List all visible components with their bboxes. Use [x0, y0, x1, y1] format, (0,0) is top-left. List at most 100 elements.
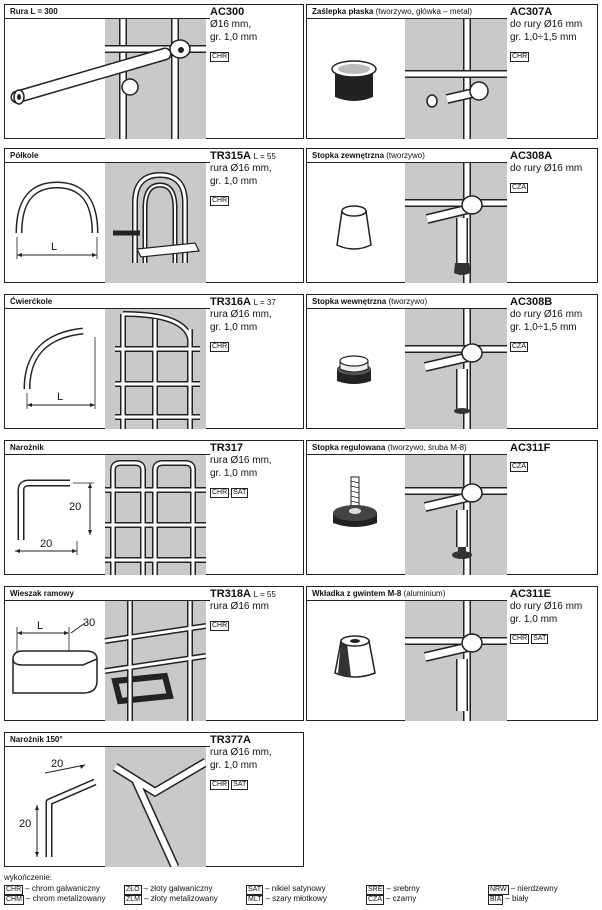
product-spec-2: gr. 1,0÷1,5 mm	[510, 322, 577, 333]
legend-item: SRE– srebrny	[366, 884, 420, 895]
product-image	[5, 455, 206, 576]
legend-heading: wykończenie:	[4, 873, 53, 882]
product-title: Wkładka z gwintem M-8 (aluminium)	[307, 587, 507, 601]
legend-item: CZA– czarny	[366, 894, 417, 905]
product-image	[307, 163, 507, 284]
finish-badge: CHR	[510, 634, 530, 644]
product-code: TR316A L = 37	[210, 296, 276, 308]
product-title: Rura L = 300	[5, 5, 210, 19]
product-code: AC311F	[510, 442, 551, 454]
product-title: Stopka regulowana (tworzywo, śruba M-8)	[307, 441, 507, 455]
product-spec-2: gr. 1,0 mm	[210, 322, 258, 333]
product-info: TR315A L = 55 rura Ø16 mm, gr. 1,0 mm CH…	[210, 149, 303, 207]
product-spec-2: gr. 1,0÷1,5 mm	[510, 32, 577, 43]
product-spec-2: gr. 1,0 mm	[210, 468, 258, 479]
product-code: TR317	[210, 442, 244, 454]
product-code: AC311E	[510, 588, 551, 600]
product-image	[307, 19, 507, 140]
product-code: AC300	[210, 6, 245, 18]
dimension-label-depth: 30	[83, 617, 96, 629]
product-spec-1: do rury Ø16 mm	[510, 309, 583, 320]
product-title: Ćwierćkole	[5, 295, 210, 309]
dimension-label-l: L	[37, 620, 44, 632]
product-cell-tr316a: Ćwierćkole L TR316A L = 37 rura Ø16 mm,	[4, 294, 304, 429]
dimension-label-angled: 20	[51, 758, 64, 770]
product-info: AC300 Ø16 mm, gr. 1,0 mm CHR	[210, 5, 303, 63]
product-image	[5, 163, 206, 284]
product-cell-ac311f: Stopka regulowana (tworzywo, śruba M-8) …	[306, 440, 598, 575]
finish-badge: CZA	[510, 342, 528, 352]
product-title: Stopka wewnętrzna (tworzywo)	[307, 295, 507, 309]
legend-item: SAT– nikiel satynowy	[246, 884, 326, 895]
product-title: Półkole	[5, 149, 210, 163]
finish-badge: CHR	[210, 621, 230, 631]
dimension-label-l: L	[57, 391, 64, 403]
product-title: Wieszak ramowy	[5, 587, 210, 601]
product-info: AC308B do rury Ø16 mm gr. 1,0÷1,5 mm CZA	[510, 295, 598, 353]
finish-badge: CHR	[510, 52, 530, 62]
legend-row: CHR– chrom galwaniczny ZŁO– złoty galwan…	[4, 884, 598, 895]
product-info: AC307A do rury Ø16 mm gr. 1,0÷1,5 mm CHR	[510, 5, 598, 63]
finish-badge: SAT	[231, 488, 249, 498]
product-cell-ac308b: Stopka wewnętrzna (tworzywo) AC308B do r…	[306, 294, 598, 429]
product-title: Zaślepka płaska (tworzywo, główka – meta…	[307, 5, 507, 19]
dimension-label-horizontal: 20	[40, 538, 53, 550]
product-spec-1: Ø16 mm,	[210, 19, 252, 30]
product-cell-tr377a: Narożnik 150° 20 20 TR377A rura Ø16 mm, …	[4, 732, 304, 867]
legend-item: MLT– szary młotkowy	[246, 894, 327, 905]
product-code: AC308A	[510, 150, 553, 162]
legend-item: NRW– nierdzewny	[488, 884, 558, 895]
product-spec-2: gr. 1,0 mm	[510, 614, 558, 625]
finish-badge: SAT	[231, 780, 249, 790]
product-spec-2: gr. 1,0 mm	[210, 32, 258, 43]
product-code: TR315A L = 55	[210, 150, 276, 162]
product-info: TR318A L = 55 rura Ø16 mm CHR	[210, 587, 303, 632]
product-spec-2: gr. 1,0 mm	[210, 760, 258, 771]
product-title: Stopka zewnętrzna (tworzywo)	[307, 149, 507, 163]
product-info: TR316A L = 37 rura Ø16 mm, gr. 1,0 mm CH…	[210, 295, 303, 353]
finish-badge: CZA	[510, 462, 528, 472]
finish-badge: CHR	[210, 488, 230, 498]
finish-legend: wykończenie: CHR– chrom galwaniczny ZŁO–…	[4, 873, 598, 905]
product-image	[307, 601, 507, 722]
finish-badge: CHR	[210, 780, 230, 790]
product-code: AC307A	[510, 6, 553, 18]
product-image	[307, 455, 507, 576]
finish-badge: CHR	[210, 342, 230, 352]
product-title: Narożnik	[5, 441, 210, 455]
product-image	[5, 309, 206, 430]
finish-badge: CZA	[510, 183, 528, 193]
product-title: Narożnik 150°	[5, 733, 210, 747]
product-info: AC308A do rury Ø16 mm CZA	[510, 149, 598, 194]
product-spec-1: do rury Ø16 mm	[510, 163, 583, 174]
finish-badge: CHR	[210, 52, 230, 62]
legend-item: CHR– chrom galwaniczny	[4, 884, 100, 895]
product-image	[5, 747, 206, 868]
product-code: AC308B	[510, 296, 553, 308]
product-cell-tr315a: Półkole L TR315A L = 55 rura Ø16 mm, gr.…	[4, 148, 304, 283]
product-cell-ac311e: Wkładka z gwintem M-8 (aluminium) AC311E…	[306, 586, 598, 721]
dimension-label-vertical: 20	[69, 501, 82, 513]
product-cell-ac307a: Zaślepka płaska (tworzywo, główka – meta…	[306, 4, 598, 139]
product-spec-1: rura Ø16 mm	[210, 601, 269, 612]
product-cell-tr318a: Wieszak ramowy L 30 TR318A L = 55 rura Ø	[4, 586, 304, 721]
finish-badge: CHR	[210, 196, 230, 206]
product-spec-1: do rury Ø16 mm	[510, 601, 583, 612]
product-spec-2: gr. 1,0 mm	[210, 176, 258, 187]
product-cell-tr317: Narożnik 20 20 TR317 rur	[4, 440, 304, 575]
product-info: AC311F CZA	[510, 441, 598, 473]
product-spec-1: rura Ø16 mm,	[210, 455, 272, 466]
product-code: TR318A L = 55	[210, 588, 276, 600]
legend-item: ZŁO– złoty galwaniczny	[124, 884, 213, 895]
product-image	[307, 309, 507, 430]
legend-row: CHM– chrom metalizowany ZLM– złoty metal…	[4, 894, 598, 905]
dimension-label-vertical: 20	[19, 818, 32, 830]
legend-item: ZLM– złoty metalizowany	[124, 894, 218, 905]
legend-item: CHM– chrom metalizowany	[4, 894, 106, 905]
dimension-label-l: L	[51, 241, 58, 253]
product-spec-1: rura Ø16 mm,	[210, 747, 272, 758]
product-image	[5, 19, 206, 140]
